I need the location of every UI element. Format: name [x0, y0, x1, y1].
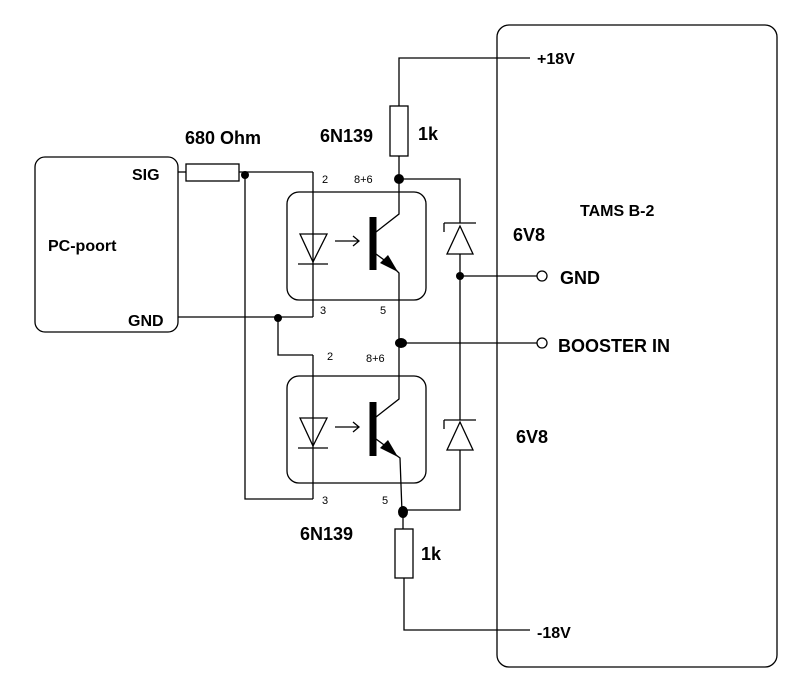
top-transistor-collector	[375, 179, 400, 233]
bottom-emitter-arrow	[380, 440, 398, 457]
junction-booster	[395, 338, 407, 348]
zener-top-label: 6V8	[513, 225, 545, 245]
minus18-label: -18V	[537, 625, 571, 642]
top-emitter-wire	[395, 269, 400, 342]
top-led-triangle	[298, 233, 329, 264]
sig-to-bottom-pin3-wire	[244, 175, 313, 500]
bot-pin5-label: 5	[382, 495, 388, 507]
resistor-1k-top	[389, 105, 409, 157]
plus18-label: +18V	[537, 51, 575, 68]
top-emitter-arrow	[380, 255, 398, 272]
sig-label: SIG	[132, 167, 160, 184]
resistor-680	[185, 163, 240, 182]
top-pin5-label: 5	[380, 305, 386, 317]
bottom-light-arrowhead	[352, 421, 361, 433]
tams-label: TAMS B-2	[580, 203, 654, 220]
top-collector-to-zener-wire	[399, 178, 461, 223]
booster-in-terminal[interactable]	[536, 337, 548, 349]
top-light-arrowhead	[352, 235, 361, 247]
bot-pin86-label: 8+6	[366, 353, 385, 365]
tams-box	[496, 24, 778, 668]
top-zener-triangle	[445, 224, 475, 255]
opto-top-label: 6N139	[320, 126, 373, 146]
minus18-wire	[403, 578, 530, 631]
plus18-wire	[398, 57, 530, 106]
bottom-emitter-wire	[395, 454, 403, 513]
resistor-1k-bottom	[394, 528, 414, 579]
pc-port-label: PC-poort	[48, 238, 117, 255]
top-pin86-label: 8+6	[354, 174, 373, 186]
gnd-right-label: GND	[560, 268, 600, 288]
zener-bottom-label: 6V8	[516, 427, 548, 447]
top-pin3-label: 3	[320, 305, 326, 317]
pc-port-box	[34, 156, 179, 333]
opto-top-box	[286, 191, 427, 301]
resistor-1k-bottom-label: 1k	[421, 544, 442, 564]
bottom-zener-to-emitter-wire	[404, 450, 461, 511]
bottom-transistor-collector	[375, 343, 400, 418]
opto-bottom-label: 6N139	[300, 524, 353, 544]
resistor-680-label: 680 Ohm	[185, 128, 261, 148]
gnd-to-bottom-pin2-wire	[277, 318, 313, 356]
gnd-terminal[interactable]	[536, 270, 548, 282]
booster-in-label: BOOSTER IN	[558, 336, 670, 356]
bot-pin3-label: 3	[322, 495, 328, 507]
resistor-1k-top-label: 1k	[418, 124, 439, 144]
bottom-zener-triangle	[445, 420, 475, 451]
bottom-led-triangle	[298, 417, 329, 448]
top-pin2-label: 2	[322, 174, 328, 186]
bot-pin2-label: 2	[327, 351, 333, 363]
opto-bottom-box	[286, 375, 427, 484]
gnd-left-label: GND	[128, 313, 164, 330]
